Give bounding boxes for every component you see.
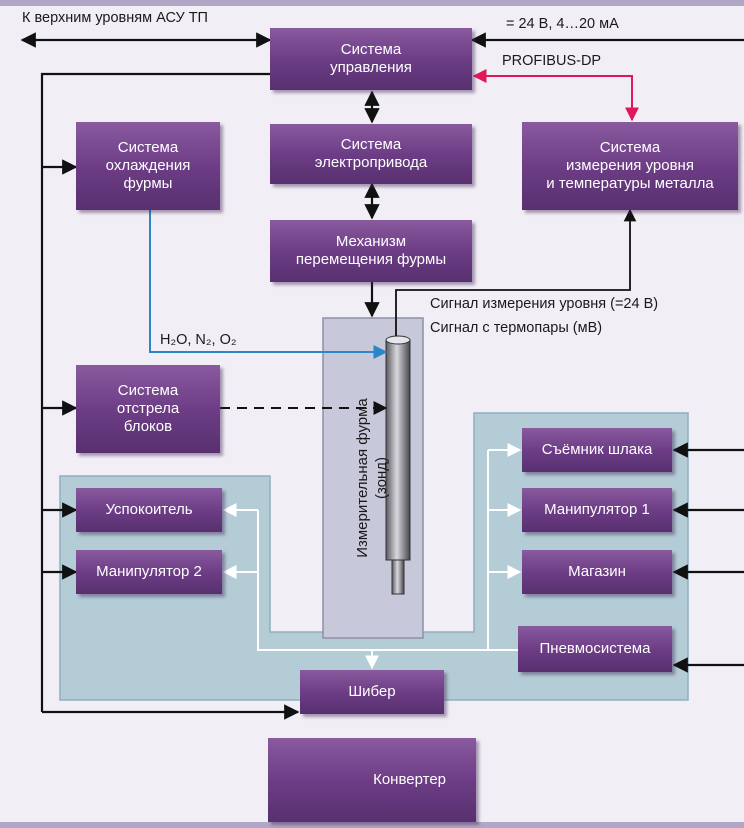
slag-remover-label: Съёмник шлака: [541, 441, 653, 458]
label-top-right: = 24 В, 4…20 мА: [506, 16, 619, 32]
mechanism-box[interactable]: Механизм перемещения фурмы: [270, 220, 472, 282]
manipulator1-box[interactable]: Манипулятор 1: [522, 488, 672, 532]
wire-pneumatic: [222, 443, 522, 670]
converter-box[interactable]: Конвертер: [268, 738, 476, 822]
calmer-label: Успокоитель: [105, 501, 193, 518]
label-top-left: К верхним уровням АСУ ТП: [22, 10, 208, 26]
label-profibus: PROFIBUS-DP: [502, 53, 602, 69]
control-system-box[interactable]: Система управления: [270, 28, 472, 90]
slag-remover-box[interactable]: Съёмник шлака: [522, 428, 672, 472]
wire-measure-signal: [395, 208, 637, 336]
label-level-signal: Сигнал измерения уровня (=24 В): [430, 296, 659, 312]
label-gases: H₂O, N₂, O₂: [160, 332, 237, 348]
label-probe-line1: Измерительная фурма: [354, 398, 371, 558]
converter-label: Конвертер: [373, 771, 446, 788]
shooting-system-box[interactable]: Система отстрела блоков: [76, 365, 220, 453]
manipulator1-label: Манипулятор 1: [544, 501, 650, 518]
manipulator2-box[interactable]: Манипулятор 2: [76, 550, 222, 594]
wire-cooling: [149, 210, 388, 359]
magazine-box[interactable]: Магазин: [522, 550, 672, 594]
pneumatic-label: Пневмосистема: [539, 640, 651, 657]
shooting-line1: Система: [117, 382, 179, 399]
measurement-system-box[interactable]: Система измерения уровня и температуры м…: [522, 122, 738, 210]
control-line1: Система: [340, 41, 402, 58]
probe-lance-icon: [385, 335, 411, 595]
drive-line2: электропривода: [314, 154, 428, 171]
gate-label: Шибер: [348, 683, 396, 700]
cooling-system-box[interactable]: Система охлаждения фурмы: [76, 122, 220, 210]
wire-profibus: [472, 69, 639, 122]
control-line2: управления: [330, 59, 412, 76]
drive-system-box[interactable]: Система электропривода: [270, 124, 472, 184]
cooling-line1: Система: [117, 139, 179, 156]
magazine-label: Магазин: [568, 563, 626, 580]
measurement-line3: и температуры металла: [546, 175, 714, 192]
manipulator2-label: Манипулятор 2: [96, 563, 202, 580]
gate-box[interactable]: Шибер: [300, 670, 444, 714]
label-probe: Измерительная фурма (зонд): [353, 338, 393, 618]
label-probe-line2: (зонд): [373, 456, 390, 500]
cooling-line2: охлаждения: [105, 157, 191, 174]
label-thermo-signal: Сигнал с термопары (мВ): [430, 320, 603, 336]
pneumatic-system-box[interactable]: Пневмосистема: [518, 626, 672, 672]
mechanism-line2: перемещения фурмы: [295, 251, 447, 268]
wire-left-trunk: [40, 72, 270, 712]
measurement-line1: Система: [599, 139, 661, 156]
measurement-line2: измерения уровня: [566, 157, 694, 174]
mechanism-line1: Механизм: [335, 233, 407, 250]
drive-line1: Система: [340, 136, 402, 153]
cooling-line3: фурмы: [123, 175, 173, 192]
calmer-box[interactable]: Успокоитель: [76, 488, 222, 532]
shooting-line3: блоков: [123, 418, 173, 435]
shooting-line2: отстрела: [116, 400, 180, 417]
